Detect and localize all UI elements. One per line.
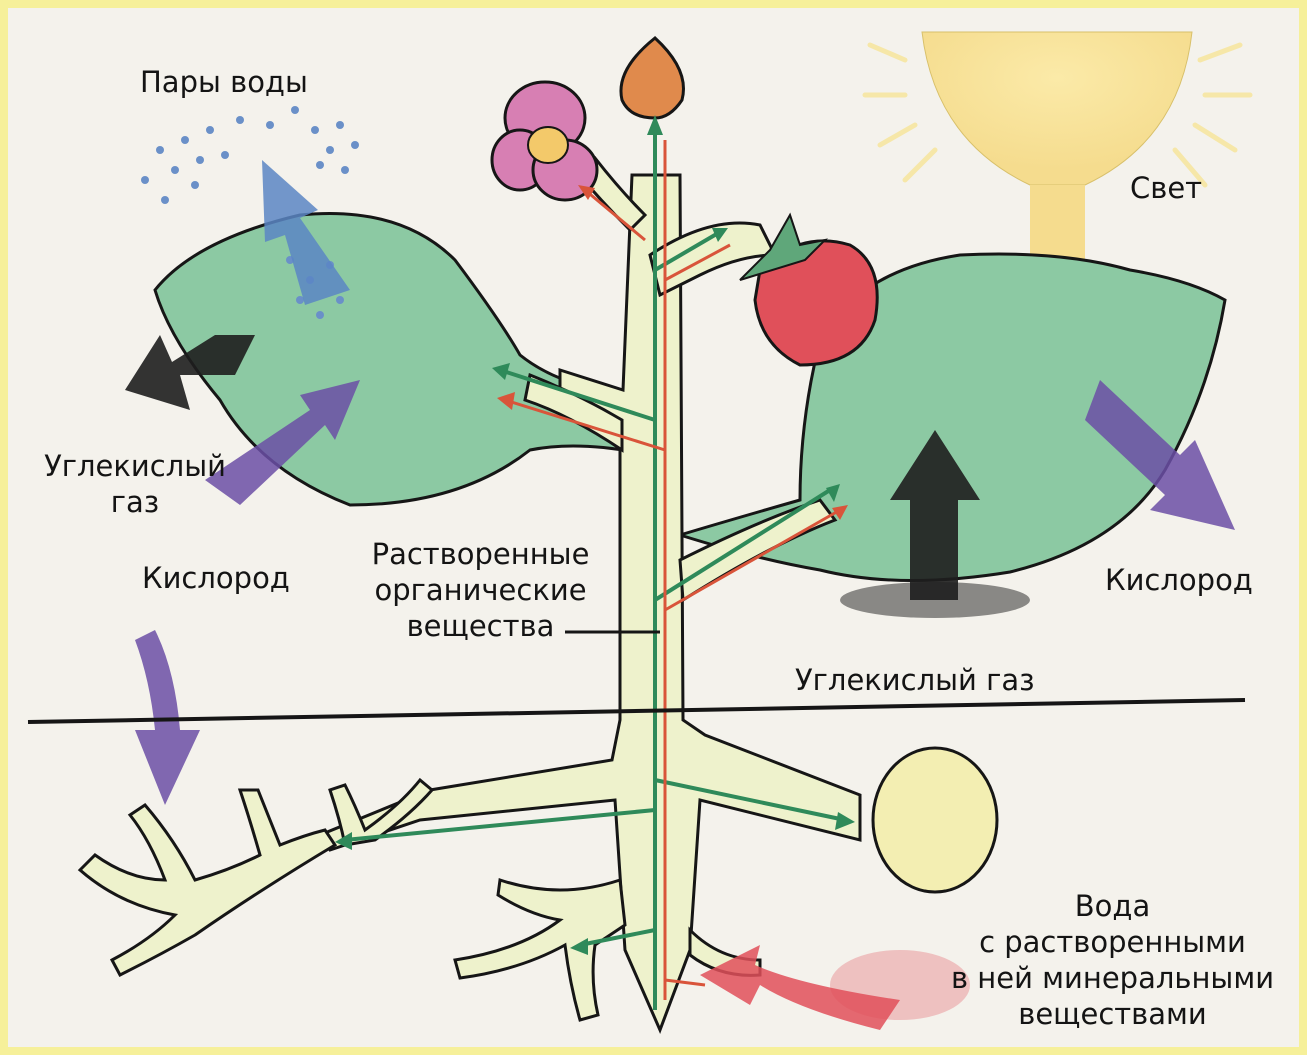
sun [922, 32, 1192, 185]
label-organic-substances: Растворенные органические вещества [358, 536, 603, 644]
label-oxygen-left: Кислород [142, 560, 290, 596]
label-oxygen-right: Кислород [1105, 562, 1253, 598]
label-co2-right: Углекислый газ [795, 662, 1035, 698]
roots-bottom [455, 880, 625, 1020]
roots-left [80, 790, 335, 975]
label-co2-left: Углекислый газ [40, 448, 230, 520]
flower [492, 82, 597, 200]
label-water-vapor: Пары воды [140, 64, 308, 100]
label-light: Свет [1130, 170, 1202, 206]
flower-bud [621, 38, 684, 118]
co2-spray-right [840, 582, 1030, 618]
label-water-minerals: Вода с растворенными в ней минеральными … [935, 888, 1290, 1032]
root-tuber [873, 748, 997, 892]
